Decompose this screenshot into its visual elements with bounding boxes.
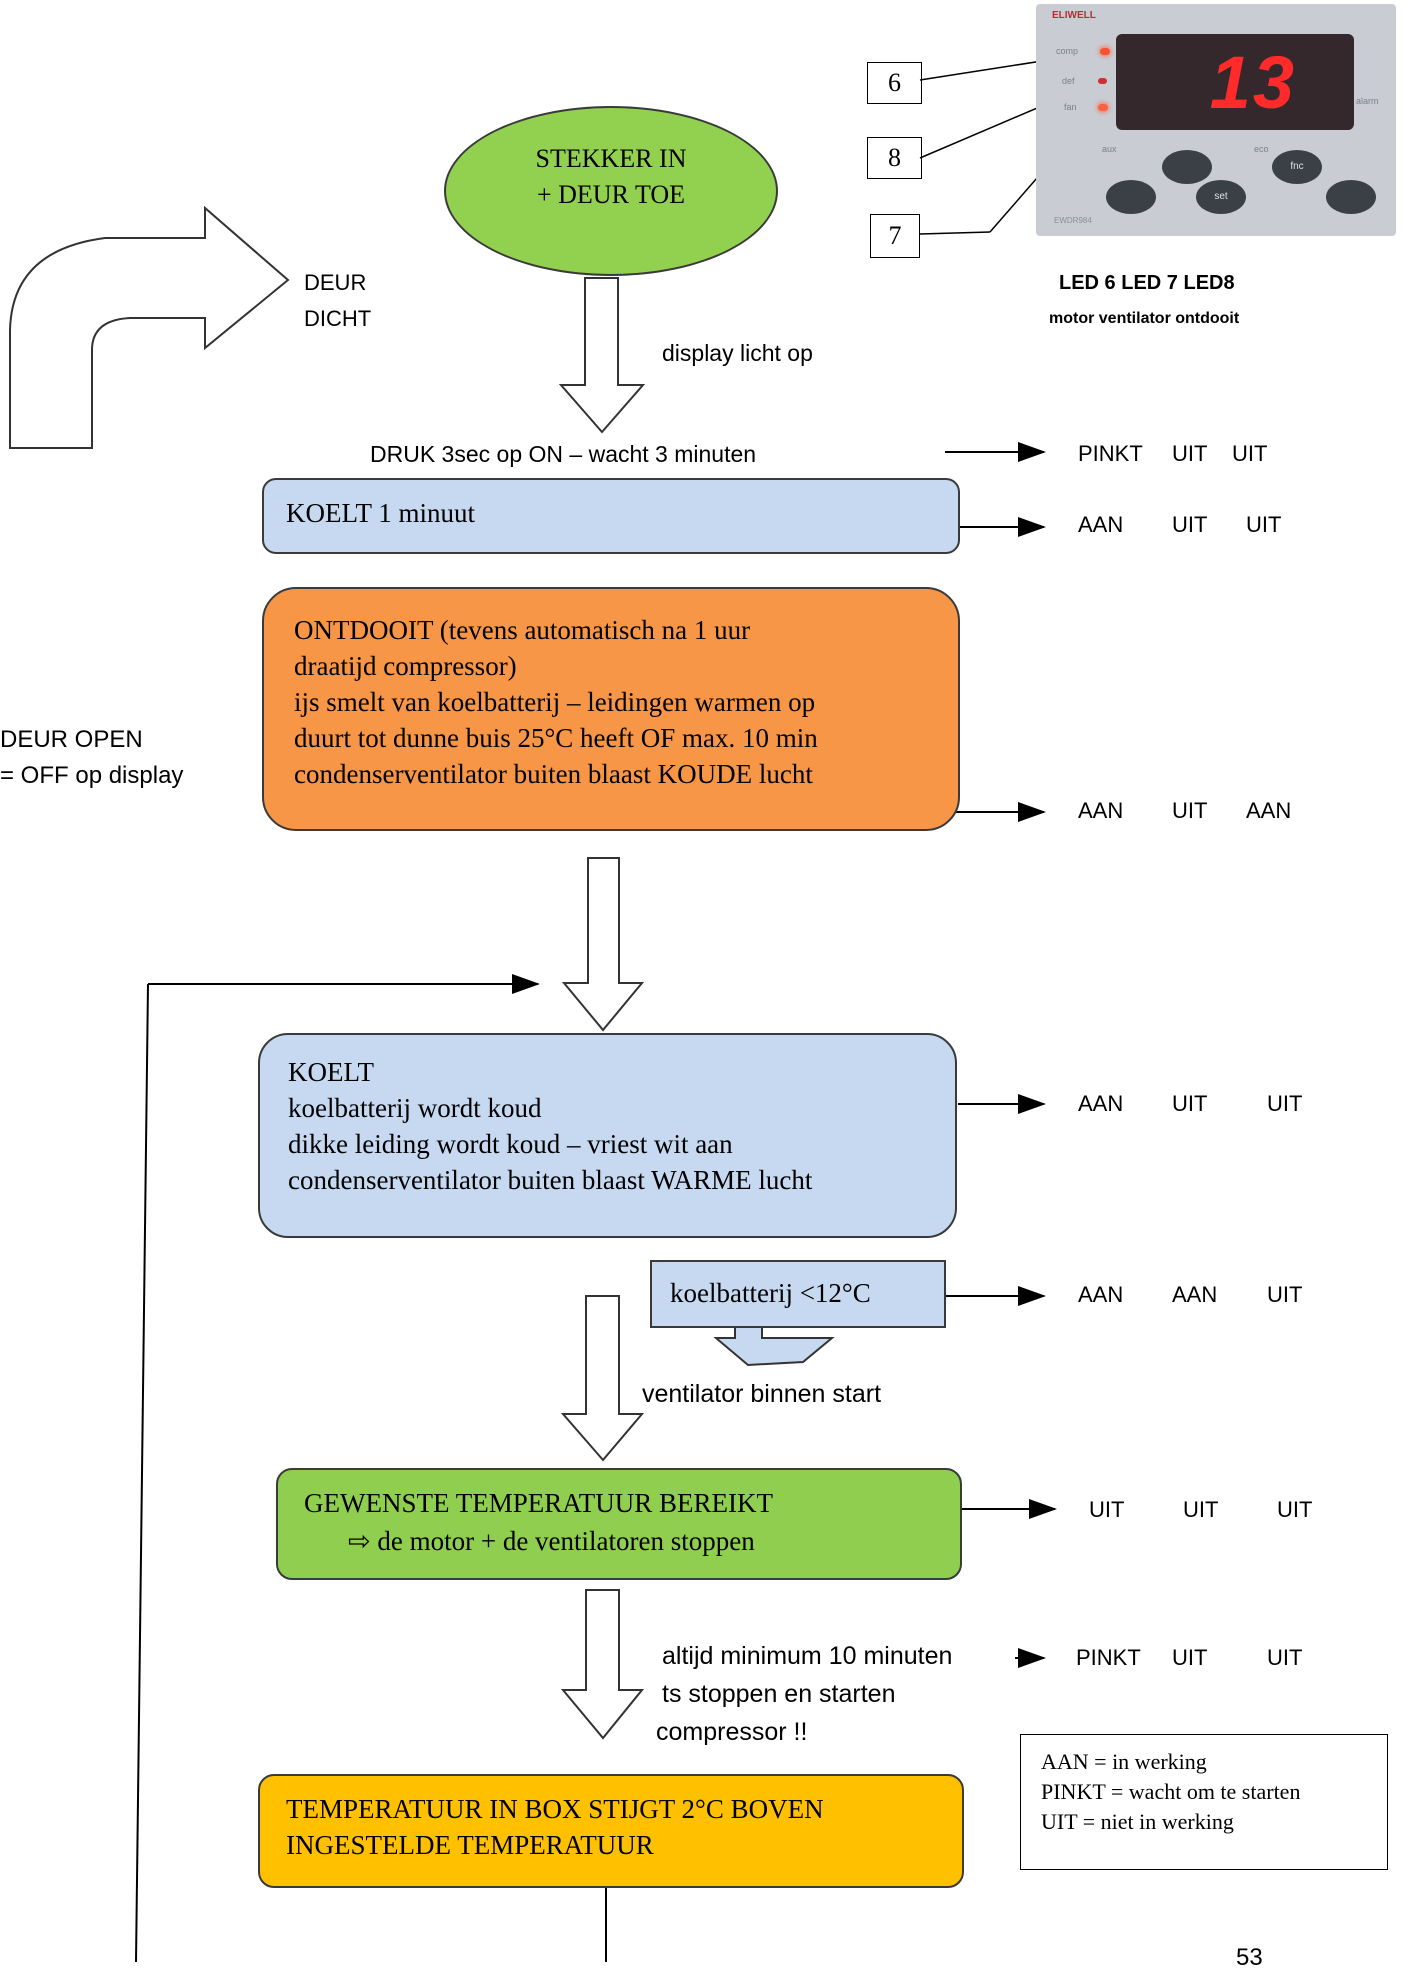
step-defrost: ONTDOOIT (tevens automatisch na 1 uur dr… xyxy=(262,587,960,831)
min-wait-line-2: ts stoppen en starten xyxy=(662,1680,896,1708)
step-reached: GEWENSTE TEMPERATUUR BEREIKT ⇨ de motor … xyxy=(276,1468,962,1580)
fan-start-note: ventilator binnen start xyxy=(642,1380,882,1408)
start-line2: + DEUR TOE xyxy=(536,180,686,209)
door-open-line2: = OFF op display xyxy=(0,762,184,789)
block-arrow-2 xyxy=(561,857,645,1032)
step-cool-2: KOELT koelbatterij wordt koud dikke leid… xyxy=(258,1033,957,1238)
defrost-line-2: draatijd compressor) xyxy=(294,651,517,681)
block-arrow-1 xyxy=(558,277,646,434)
led6-state: AAN xyxy=(1078,512,1124,537)
legend-box: AAN = in werking PINKT = wacht om te sta… xyxy=(1020,1734,1388,1870)
coil-condition-text: koelbatterij <12°C xyxy=(670,1278,871,1308)
led8-state: UIT xyxy=(1267,1091,1303,1116)
led-comp xyxy=(1100,48,1110,55)
led7-state: UIT xyxy=(1172,798,1208,823)
callout-8: 8 xyxy=(867,137,922,179)
led6-state: AAN xyxy=(1078,1091,1124,1116)
step-rise: TEMPERATUUR IN BOX STIJGT 2°C BOVEN INGE… xyxy=(258,1774,964,1888)
door-closed-line1: DEUR xyxy=(304,270,367,295)
led6-state: AAN xyxy=(1078,1282,1124,1307)
start-line1: STEKKER IN xyxy=(535,144,687,173)
led-def xyxy=(1098,78,1107,84)
led6-state: AAN xyxy=(1078,798,1124,823)
led8-state: UIT xyxy=(1267,1645,1303,1670)
door-closed-line2: DICHT xyxy=(304,306,372,331)
button-down[interactable] xyxy=(1106,180,1156,214)
legend-aan: AAN = in werking xyxy=(1041,1749,1207,1774)
led7-state: AAN xyxy=(1172,1282,1218,1307)
legend-uit: UIT = niet in werking xyxy=(1041,1809,1234,1834)
led8-state: UIT xyxy=(1267,1282,1303,1307)
controller-photo: ELIWELL comp def fan 13 alarm aux eco se… xyxy=(1036,4,1396,236)
coil-condition: koelbatterij <12°C xyxy=(650,1260,946,1328)
defrost-line-5: condenserventilator buiten blaast KOUDE … xyxy=(294,759,813,789)
label-alarm: alarm xyxy=(1356,96,1379,106)
label-def: def xyxy=(1062,76,1075,86)
min-wait-line-1: altijd minimum 10 minuten xyxy=(662,1642,953,1670)
reached-line-2: ⇨ de motor + de ventilatoren stoppen xyxy=(348,1526,755,1556)
led8-state: UIT xyxy=(1246,512,1282,537)
callout-6: 6 xyxy=(867,62,922,104)
block-arrow-4 xyxy=(560,1589,645,1740)
button-set[interactable]: set xyxy=(1196,180,1246,214)
led7-state: UIT xyxy=(1172,1645,1208,1670)
cool2-line-3: dikke leiding wordt koud – vriest wit aa… xyxy=(288,1129,733,1159)
callout-6-label: 6 xyxy=(888,68,901,97)
min-wait-line-3: compressor !! xyxy=(656,1718,808,1746)
controller-display-value: 13 xyxy=(1209,41,1296,124)
led7-state: UIT xyxy=(1183,1497,1219,1522)
led6-state: PINKT xyxy=(1076,1645,1141,1670)
cool2-line-2: koelbatterij wordt koud xyxy=(288,1093,542,1123)
led-header-sub: motor ventilator ontdooit xyxy=(1049,310,1240,327)
step-cool-1-text: KOELT 1 minuut xyxy=(286,498,476,528)
led8-state: UIT xyxy=(1232,441,1268,466)
controller-model: EWDR984 xyxy=(1054,216,1092,225)
cool2-line-4: condenserventilator buiten blaast WARME … xyxy=(288,1165,813,1195)
press-instruction: DRUK 3sec op ON – wacht 3 minuten xyxy=(370,441,757,467)
controller-display-window: 13 xyxy=(1116,34,1354,130)
button-up-defrost[interactable] xyxy=(1162,150,1212,184)
led8-state: AAN xyxy=(1246,798,1292,823)
button-fnc[interactable]: fnc xyxy=(1272,150,1322,184)
rise-line-2: INGESTELDE TEMPERATUUR xyxy=(286,1830,654,1860)
label-eco: eco xyxy=(1254,144,1269,154)
led7-state: UIT xyxy=(1172,1091,1208,1116)
defrost-line-1: ONTDOOIT (tevens automatisch na 1 uur xyxy=(294,615,751,645)
led-fan xyxy=(1098,104,1108,111)
reached-line-1: GEWENSTE TEMPERATUUR BEREIKT xyxy=(304,1488,773,1518)
start-node: STEKKER IN + DEUR TOE xyxy=(444,106,778,276)
defrost-line-4: duurt tot dunne buis 25°C heeft OF max. … xyxy=(294,723,818,753)
led6-state: PINKT xyxy=(1078,441,1143,466)
controller-brand: ELIWELL xyxy=(1052,10,1096,21)
door-open-line1: DEUR OPEN xyxy=(0,726,143,753)
callout-8-label: 8 xyxy=(888,143,901,172)
page-number: 53 xyxy=(1236,1944,1263,1971)
step-cool-1: KOELT 1 minuut xyxy=(262,478,960,554)
coil-wide-arrow xyxy=(713,1324,835,1367)
door-closed-arrow xyxy=(9,205,290,449)
defrost-line-3: ijs smelt van koelbatterij – leidingen w… xyxy=(294,687,816,717)
display-light-note: display licht op xyxy=(662,340,813,366)
label-fan: fan xyxy=(1064,102,1077,112)
rise-line-1: TEMPERATUUR IN BOX STIJGT 2°C BOVEN xyxy=(286,1794,824,1824)
callout-7: 7 xyxy=(870,214,920,258)
led-header: LED 6 LED 7 LED8 xyxy=(1059,272,1235,294)
legend-pinkt: PINKT = wacht om te starten xyxy=(1041,1779,1301,1804)
cool2-line-1: KOELT xyxy=(288,1057,374,1087)
callout-line-7 xyxy=(919,231,991,235)
led6-state: UIT xyxy=(1089,1497,1125,1522)
loop-line-left xyxy=(135,983,149,1962)
label-comp: comp xyxy=(1056,46,1079,56)
led7-state: UIT xyxy=(1172,512,1208,537)
button-fnc-label: fnc xyxy=(1290,161,1304,172)
led7-state: UIT xyxy=(1172,441,1208,466)
led8-state: UIT xyxy=(1277,1497,1313,1522)
button-aux[interactable] xyxy=(1326,180,1376,214)
callout-7-label: 7 xyxy=(888,221,902,250)
block-arrow-3 xyxy=(560,1295,645,1462)
label-aux: aux xyxy=(1102,144,1117,154)
button-set-label: set xyxy=(1214,191,1228,202)
